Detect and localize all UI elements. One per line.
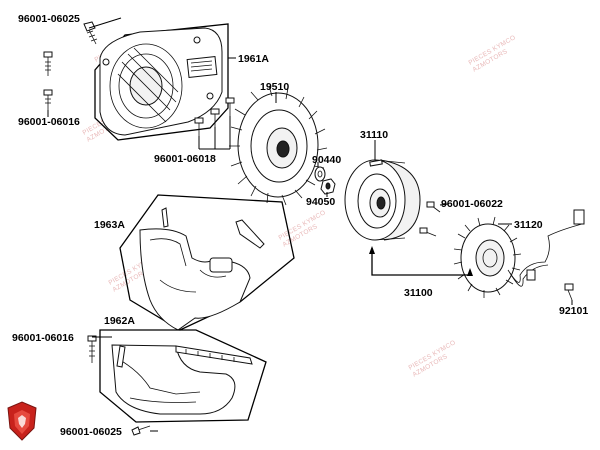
cooling-fan-part[interactable] bbox=[229, 85, 328, 206]
label-96001-06016-lower: 96001-06016 bbox=[12, 332, 74, 344]
bolt-96001-06016-lower-cover[interactable] bbox=[87, 335, 97, 363]
bolt-92101[interactable] bbox=[564, 283, 574, 301]
assembly-31100-bracket bbox=[371, 248, 471, 276]
watermark-center: PIECES KYMCO AZMOTORS bbox=[278, 209, 327, 249]
arrow-31100-rotor bbox=[369, 246, 375, 254]
label-96001-06018: 96001-06018 bbox=[154, 153, 216, 165]
label-90440: 90440 bbox=[312, 154, 341, 166]
kymco-shield-logo bbox=[7, 401, 37, 441]
label-94050: 94050 bbox=[306, 196, 335, 208]
label-1961A: 1961A bbox=[238, 53, 269, 65]
arrow-31100-stator bbox=[467, 268, 473, 276]
engine-shroud-part[interactable] bbox=[119, 194, 295, 331]
label-31120: 31120 bbox=[514, 219, 543, 231]
bolt-96001-06016-lower[interactable] bbox=[43, 89, 53, 110]
bolt-96001-06025-top[interactable] bbox=[83, 21, 98, 45]
watermark-top-right: PIECES KYMCO AZMOTORS bbox=[468, 34, 517, 74]
bolt-96001-06022-group[interactable] bbox=[419, 201, 441, 237]
label-1962A: 1962A bbox=[104, 315, 135, 327]
label-1963A: 1963A bbox=[94, 219, 125, 231]
leader-lines bbox=[47, 17, 573, 432]
lower-cover-part[interactable] bbox=[99, 329, 267, 423]
label-31100: 31100 bbox=[404, 287, 433, 299]
bolt-96001-06025-lower-cover[interactable] bbox=[131, 425, 151, 436]
flywheel-rotor-part[interactable] bbox=[344, 159, 421, 241]
label-96001-06025-lower: 96001-06025 bbox=[60, 426, 122, 438]
label-92101: 92101 bbox=[559, 305, 588, 317]
label-96001-06025-top: 96001-06025 bbox=[18, 13, 80, 25]
label-31110: 31110 bbox=[360, 129, 388, 141]
stator-part[interactable] bbox=[453, 209, 585, 298]
label-96001-06022: 96001-06022 bbox=[441, 198, 503, 210]
nut-94050[interactable] bbox=[320, 178, 336, 195]
fan-cover-part[interactable] bbox=[94, 23, 229, 141]
label-96001-06016-left: 96001-06016 bbox=[18, 116, 80, 128]
bolt-96001-06018-group[interactable] bbox=[194, 97, 235, 136]
watermark-lower-right: PIECES KYMCO AZMOTORS bbox=[408, 339, 457, 379]
bolt-96001-06016-upper[interactable] bbox=[43, 51, 53, 76]
label-19510: 19510 bbox=[260, 81, 289, 93]
washer-90440[interactable] bbox=[314, 166, 326, 182]
